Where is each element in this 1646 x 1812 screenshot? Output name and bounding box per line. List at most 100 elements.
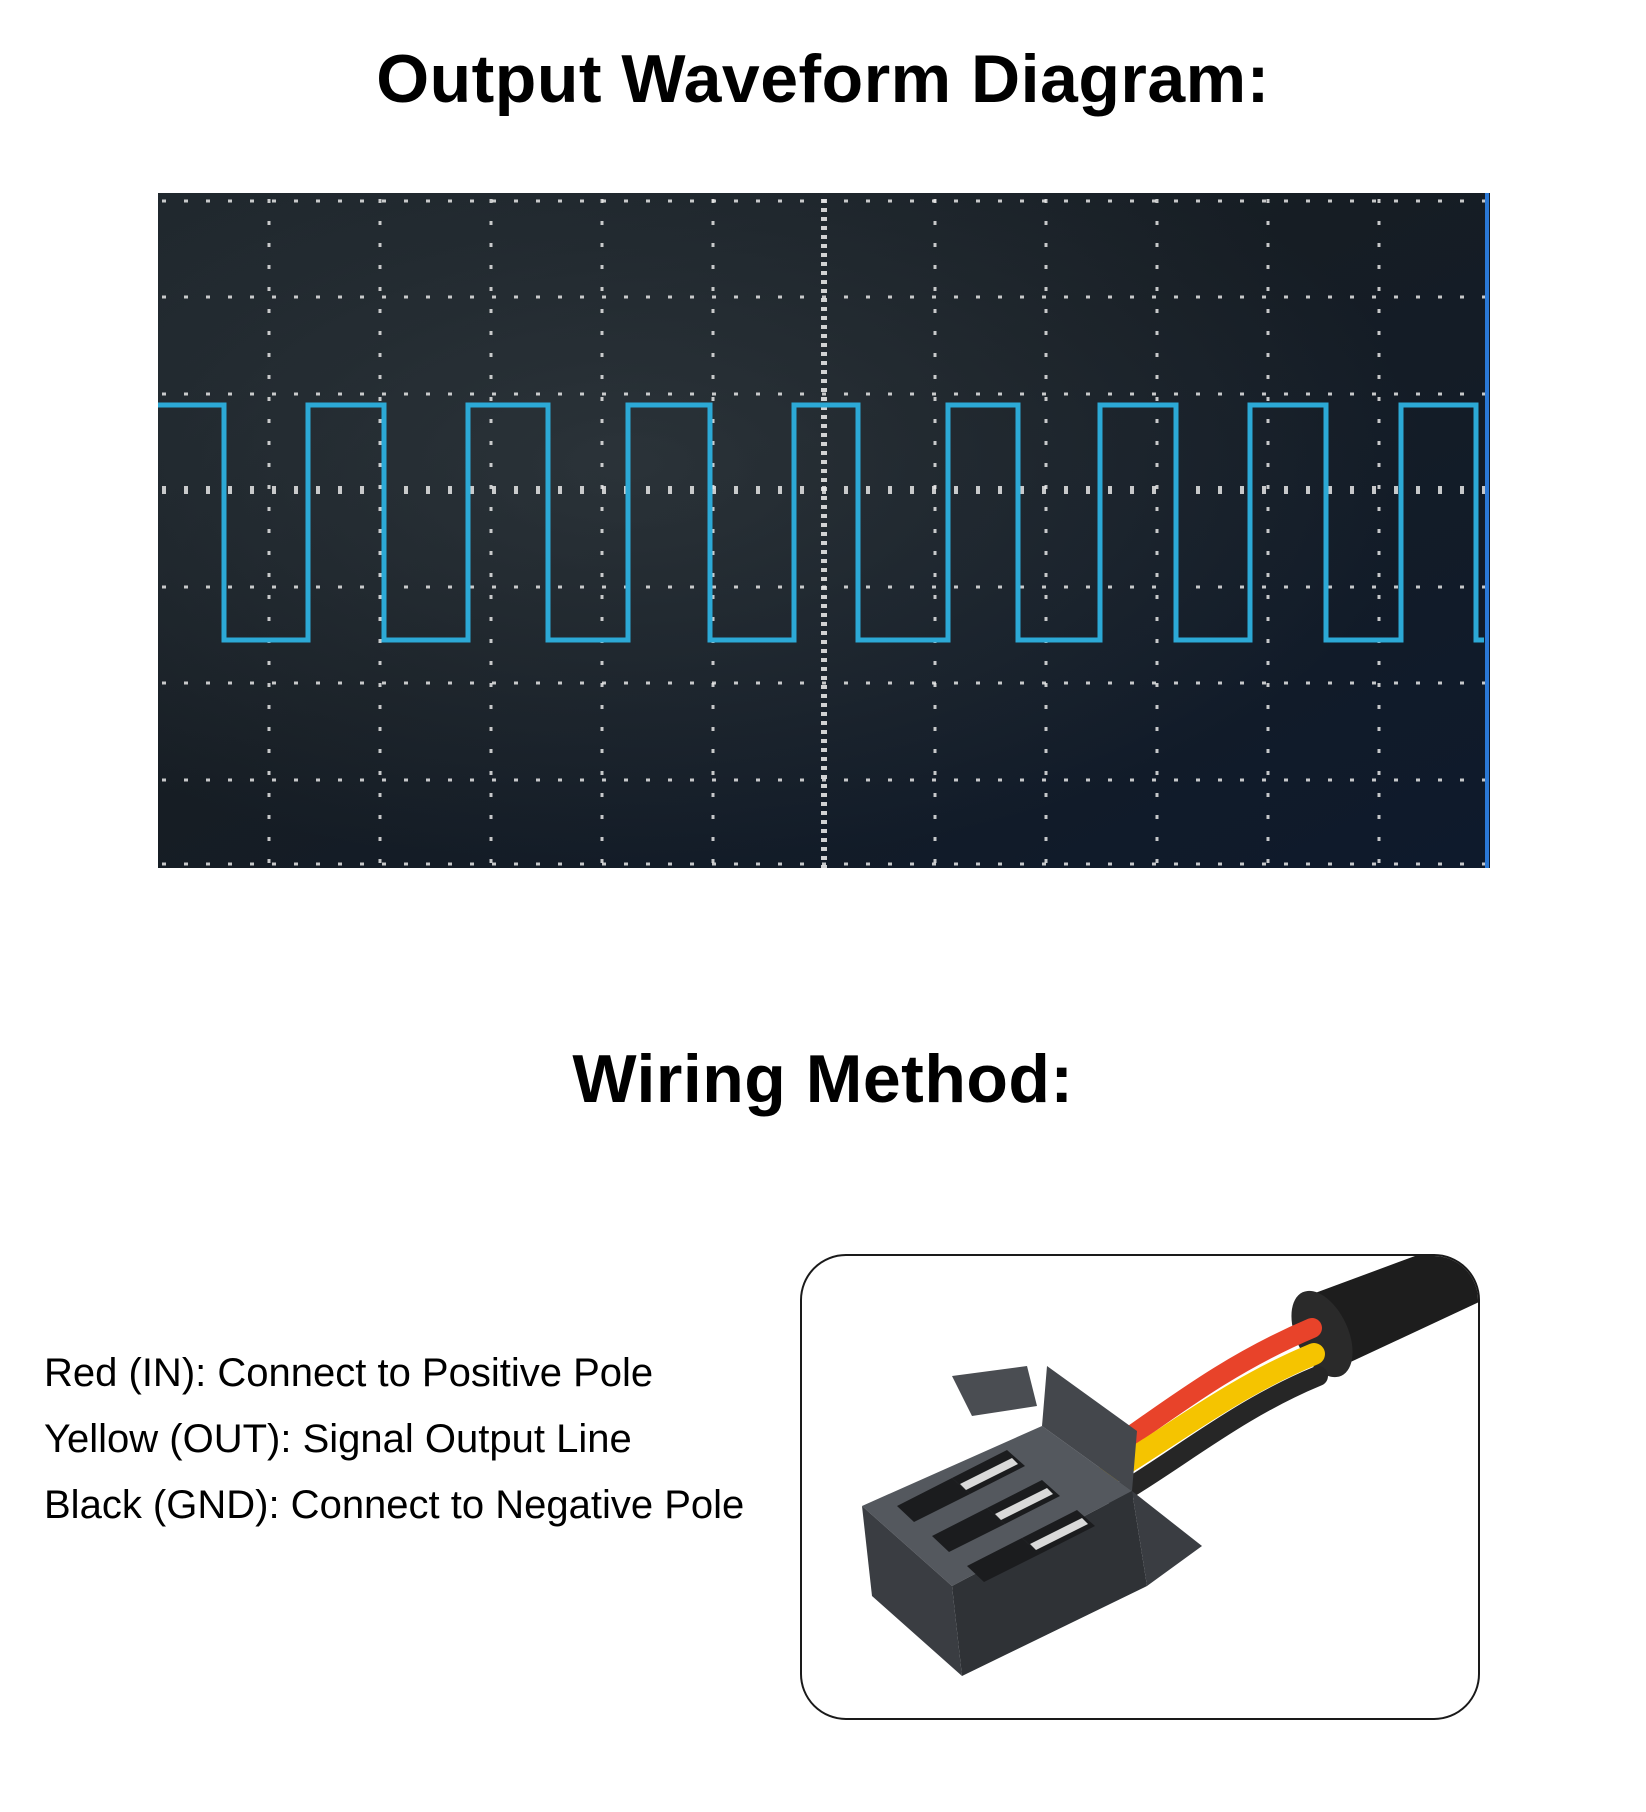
grid-dot — [1155, 837, 1159, 841]
grid-dot — [404, 199, 408, 203]
grid-dot — [1377, 199, 1381, 203]
grid-dot — [1377, 529, 1381, 533]
grid-dot — [711, 771, 715, 775]
grid-dot — [1108, 295, 1112, 299]
grid-dot — [602, 486, 606, 494]
grid-dot — [426, 585, 430, 589]
grid-dot — [1218, 199, 1222, 203]
grid-dot — [1064, 585, 1068, 589]
grid-dot — [821, 370, 827, 374]
grid-dot — [267, 353, 271, 357]
grid-dot — [1266, 529, 1270, 533]
grid-dot — [1174, 295, 1178, 299]
grid-dot — [712, 778, 716, 782]
grid-dot — [821, 766, 827, 770]
grid-dot — [1218, 486, 1222, 494]
grid-dot — [1266, 441, 1270, 445]
grid-dot — [1044, 683, 1048, 687]
grid-dot — [822, 486, 826, 494]
grid-dot — [1284, 681, 1288, 685]
grid-dot — [711, 837, 715, 841]
grid-dot — [1377, 749, 1381, 753]
grid-dot — [580, 199, 584, 203]
grid-dot — [378, 573, 382, 577]
grid-dot — [580, 778, 584, 782]
grid-dot — [1266, 859, 1270, 863]
grid-dot — [1438, 681, 1442, 685]
grid-dot — [821, 613, 827, 617]
grid-dot — [1266, 661, 1270, 665]
grid-dot — [600, 265, 604, 269]
grid-dot — [382, 392, 386, 396]
grid-dot — [470, 199, 474, 203]
connector-photo-frame — [800, 1254, 1480, 1720]
grid-dot — [756, 862, 760, 866]
grid-dot — [821, 631, 827, 635]
waveform-title: Output Waveform Diagram: — [376, 41, 1270, 117]
grid-dot — [600, 859, 604, 863]
grid-dot — [800, 681, 804, 685]
grid-dot — [1152, 199, 1156, 203]
grid-dot — [821, 532, 827, 536]
grid-dot — [756, 295, 760, 299]
grid-dot — [933, 617, 937, 621]
grid-dot — [1020, 585, 1024, 589]
grid-dot — [822, 681, 826, 685]
grid-dot — [1416, 199, 1420, 203]
grid-dot — [1266, 265, 1270, 269]
grid-dot — [1328, 681, 1332, 685]
grid-dot — [250, 392, 254, 396]
grid-dot — [600, 529, 604, 533]
grid-dot — [1155, 485, 1159, 489]
grid-dot — [1482, 585, 1486, 589]
grid-dot — [162, 585, 166, 589]
grid-dot — [711, 507, 715, 511]
grid-dot — [536, 392, 540, 396]
grid-dot — [1482, 295, 1486, 299]
grid-dot — [711, 793, 715, 797]
grid-dot — [624, 295, 628, 299]
grid-dot — [933, 309, 937, 313]
grid-dot — [1377, 771, 1381, 775]
grid-dot — [272, 862, 276, 866]
grid-dot — [184, 392, 188, 396]
grid-dot — [360, 392, 364, 396]
grid-dot — [536, 486, 540, 494]
grid-dot — [558, 585, 562, 589]
grid-dot — [1152, 295, 1156, 299]
grid-dot — [489, 771, 493, 775]
grid-dot — [1306, 295, 1310, 299]
grid-dot — [1377, 617, 1381, 621]
pin-sockets — [897, 1450, 1095, 1582]
grid-dot — [378, 859, 382, 863]
grid-dot — [448, 392, 452, 396]
grid-dot — [558, 862, 562, 866]
grid-dot — [933, 749, 937, 753]
grid-dot — [1044, 309, 1048, 313]
grid-dot — [600, 419, 604, 423]
grid-dot — [1130, 392, 1134, 396]
grid-dot — [489, 573, 493, 577]
grid-dot — [1020, 862, 1024, 866]
grid-dot — [821, 478, 827, 482]
grid-dot — [536, 862, 540, 866]
grid-dot — [489, 705, 493, 709]
grid-dot — [228, 862, 232, 866]
grid-dot — [382, 681, 386, 685]
grid-dot — [1152, 862, 1156, 866]
grid-dot — [1086, 778, 1090, 782]
grid-dot — [756, 778, 760, 782]
grid-dot — [536, 681, 540, 685]
grid-dot — [1044, 507, 1048, 511]
grid-dot — [448, 199, 452, 203]
grid-dot — [1284, 862, 1288, 866]
grid-dot — [821, 793, 827, 797]
grid-dot — [378, 419, 382, 423]
grid-dot — [1482, 486, 1486, 494]
grid-dot — [489, 485, 493, 489]
grid-dot — [822, 199, 826, 203]
grid-dot — [933, 529, 937, 533]
grid-dot — [558, 681, 562, 685]
grid-dot — [1416, 486, 1420, 494]
grid-dot — [821, 253, 827, 257]
